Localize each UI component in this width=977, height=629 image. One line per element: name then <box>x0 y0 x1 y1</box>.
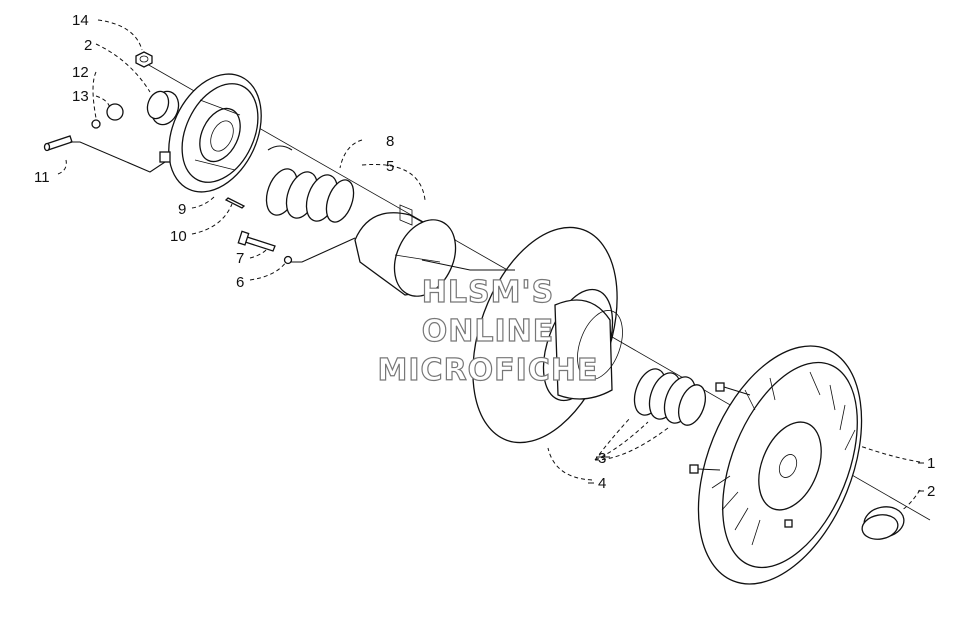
part-2-bushing-top <box>146 90 180 126</box>
label-dash-markers <box>588 456 924 492</box>
watermark-line-1: HLSM'S <box>422 275 554 310</box>
callout-9: 9 <box>178 201 186 218</box>
callout-2-bottom: 2 <box>927 483 935 500</box>
callout-1: 1 <box>927 455 935 472</box>
callout-6: 6 <box>236 274 244 291</box>
part-6-nut <box>283 255 293 265</box>
spider-back-plate <box>159 73 262 193</box>
callout-11: 11 <box>34 169 50 186</box>
watermark-line-2: ONLINE <box>422 314 555 349</box>
callout-14: 14 <box>72 12 89 29</box>
leader-lines <box>57 19 921 511</box>
callout-8: 8 <box>386 133 394 150</box>
part-1-fixed-sheave <box>689 345 863 585</box>
callout-4: 4 <box>598 475 606 492</box>
callout-10: 10 <box>170 228 187 245</box>
callout-13: 13 <box>72 88 89 105</box>
part-5-cam <box>354 204 457 297</box>
watermark-line-3: MICROFICHE <box>378 353 599 388</box>
part-12-washer <box>91 119 101 129</box>
part-7-bolt <box>237 230 276 252</box>
part-4-moveable-sheave <box>472 226 623 444</box>
part-13-roller <box>106 103 124 121</box>
part-3-spring-set <box>633 368 707 426</box>
callout-5: 5 <box>386 158 394 175</box>
part-11-pin <box>43 135 73 152</box>
part-9-pin <box>224 197 246 209</box>
callout-labels: 14 2 12 13 11 9 10 8 5 7 6 3 4 1 2 <box>34 12 935 500</box>
watermark: HLSM'S ONLINE MICROFICHE <box>377 274 599 388</box>
callout-2-top: 2 <box>84 37 92 54</box>
part-2-bushing-bottom <box>861 506 905 540</box>
callout-7: 7 <box>236 250 244 267</box>
callout-3: 3 <box>598 450 606 467</box>
part-14-nut <box>135 51 153 68</box>
part-8-spring <box>265 145 355 223</box>
callout-12: 12 <box>72 64 89 81</box>
